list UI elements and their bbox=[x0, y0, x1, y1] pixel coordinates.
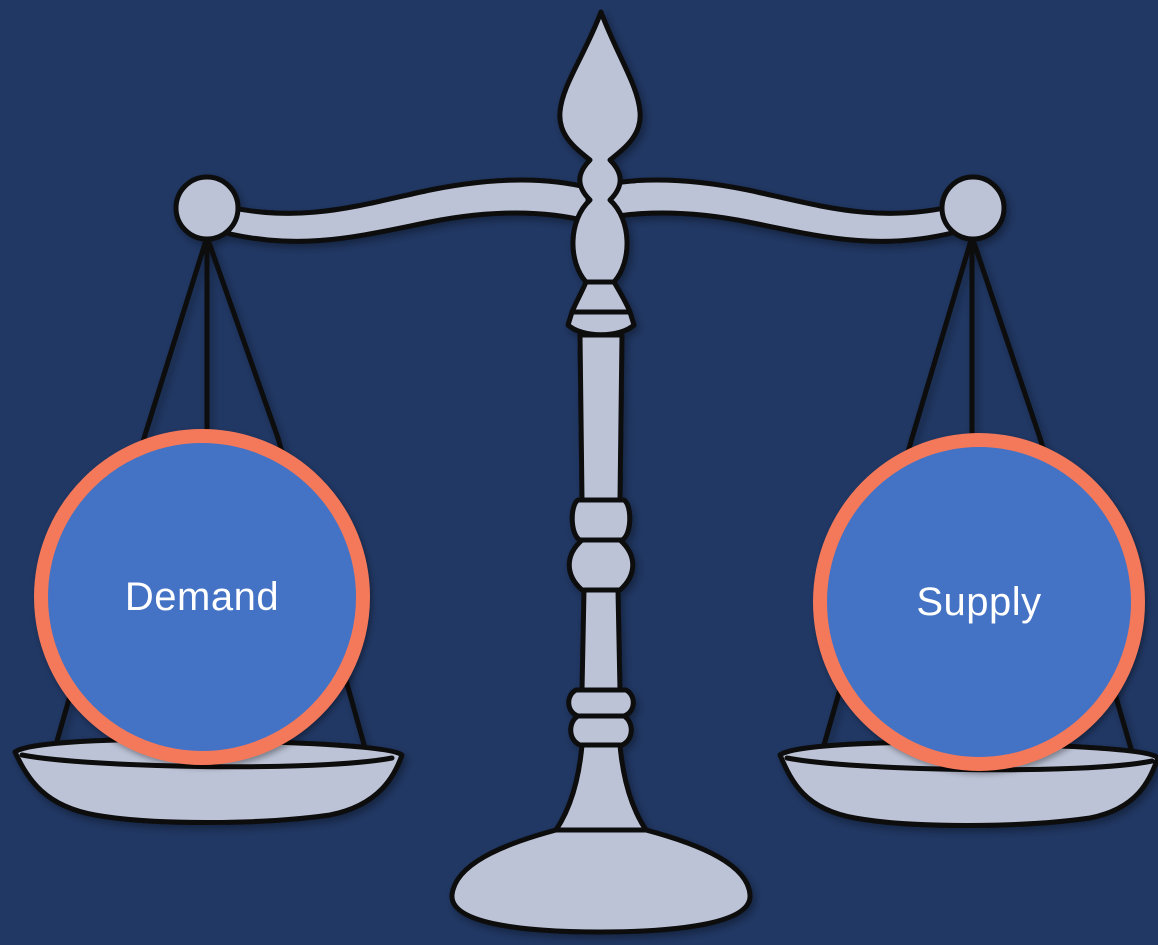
finial bbox=[557, 9, 643, 285]
column bbox=[577, 332, 625, 503]
supply-weight: Supply bbox=[813, 433, 1145, 771]
demand-label: Demand bbox=[124, 575, 280, 619]
left-knob bbox=[173, 174, 241, 242]
beam bbox=[217, 177, 593, 244]
column-turn-1 bbox=[569, 497, 633, 543]
right-knob bbox=[939, 174, 1007, 242]
column-turn-2 bbox=[566, 687, 636, 719]
base bbox=[449, 827, 753, 935]
supply-label: Supply bbox=[916, 580, 1042, 624]
demand-weight: Demand bbox=[34, 429, 370, 765]
beam-right bbox=[585, 177, 961, 244]
